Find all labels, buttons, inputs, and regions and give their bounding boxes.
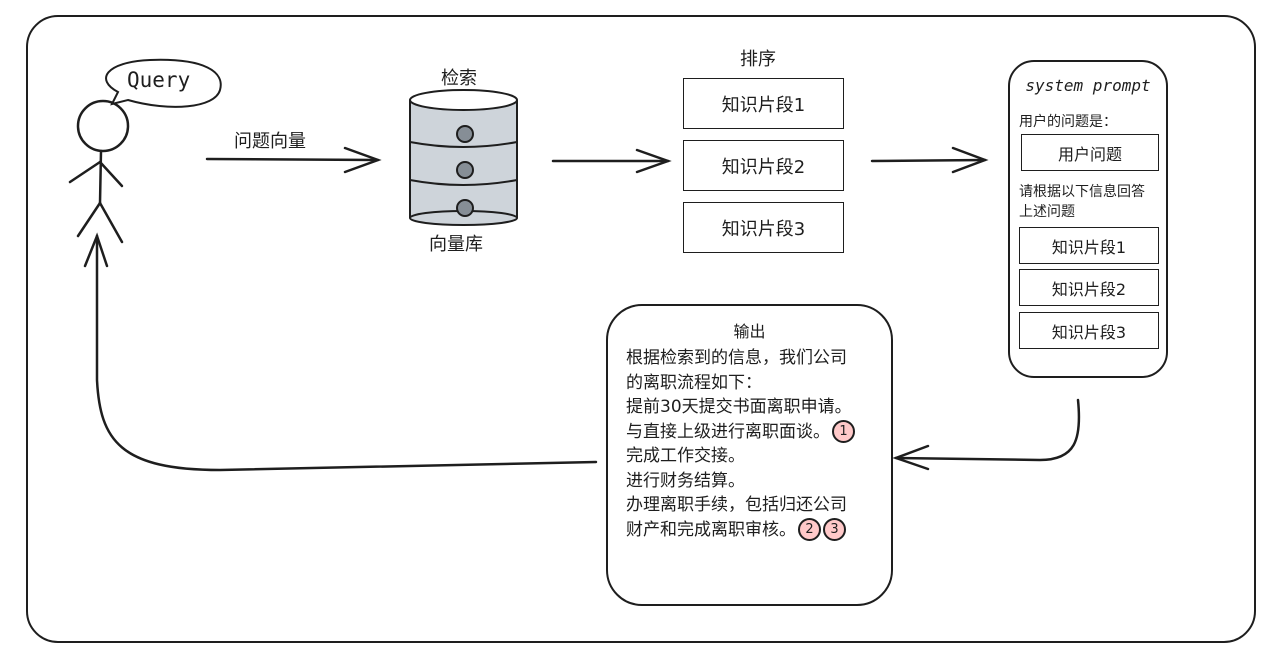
- query-vector-label: 问题向量: [234, 131, 306, 152]
- output-line: 办理离职手续，包括归还公司: [626, 495, 847, 515]
- prompt-chunk-1: 知识片段1: [1019, 227, 1159, 264]
- output-line: 进行财务结算。: [626, 470, 745, 491]
- system-prompt-card: system prompt 用户的问题是： 用户问题 请根据以下信息回答 上述问…: [1008, 60, 1168, 378]
- arrow-output-to-user: [83, 232, 598, 472]
- arrow-ranking-to-prompt: [870, 146, 989, 174]
- canvas-frame: [26, 15, 1256, 643]
- ranked-chunk-3: 知识片段3: [683, 202, 844, 253]
- database-icon: [409, 89, 518, 226]
- output-line: 与直接上级进行离职面谈。1: [626, 420, 888, 445]
- retrieval-label: 检索: [441, 68, 477, 89]
- output-line: 的离职流程如下：: [626, 372, 762, 393]
- ranking-label: 排序: [740, 49, 776, 70]
- citation-badge-3: 3: [823, 518, 846, 541]
- system-prompt-title: system prompt: [1025, 76, 1151, 95]
- user-question-box: 用户问题: [1021, 134, 1159, 171]
- prompt-chunk-3: 知识片段3: [1019, 312, 1159, 349]
- prompt-chunk-2: 知识片段2: [1019, 269, 1159, 306]
- output-card: 输出 根据检索到的信息，我们公司 的离职流程如下： 提前30天提交书面离职申请。…: [606, 304, 893, 606]
- speech-bubble-icon: [105, 58, 222, 108]
- citation-badge-1: 1: [832, 420, 855, 443]
- output-line-text: 财产和完成离职审核。: [626, 519, 796, 540]
- output-line-text: 与直接上级进行离职面谈。: [626, 421, 830, 442]
- vector-db-label: 向量库: [429, 234, 483, 255]
- arrow-prompt-to-output: [892, 398, 1081, 471]
- output-line: 根据检索到的信息，我们公司: [626, 348, 847, 368]
- instruction-line-2: 上述问题: [1019, 204, 1075, 220]
- citation-badge-2: 2: [798, 518, 821, 541]
- question-label: 用户的问题是：: [1019, 114, 1117, 130]
- output-line: 提前30天提交书面离职申请。: [626, 397, 852, 417]
- arrow-query-to-db: [205, 146, 382, 174]
- speech-bubble-text: Query: [127, 68, 191, 92]
- arrow-db-to-ranking: [551, 148, 672, 174]
- ranked-chunk-1: 知识片段1: [683, 78, 844, 129]
- output-body: 根据检索到的信息，我们公司 的离职流程如下： 提前30天提交书面离职申请。 与直…: [626, 346, 888, 542]
- output-line: 完成工作交接。: [626, 446, 745, 466]
- output-title: 输出: [733, 322, 766, 341]
- user-figure-icon: [68, 99, 130, 244]
- instruction-line-1: 请根据以下信息回答: [1019, 184, 1145, 200]
- ranked-chunk-2: 知识片段2: [683, 140, 844, 191]
